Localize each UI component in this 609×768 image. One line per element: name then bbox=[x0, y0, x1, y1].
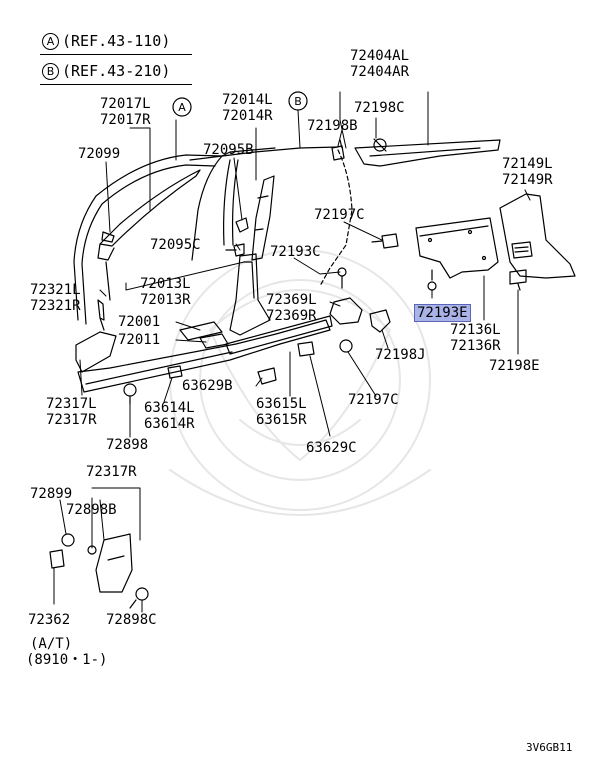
label-72404AL: 72404AL bbox=[350, 48, 410, 64]
clip-63614 bbox=[167, 365, 183, 379]
inset-at-parts bbox=[49, 533, 149, 609]
label-72193E-highlighted: 72193E bbox=[414, 304, 471, 322]
clip-72095 bbox=[233, 217, 249, 257]
ref-legend-a: A(REF.43-110) bbox=[42, 32, 170, 50]
callout-A: A bbox=[172, 97, 192, 117]
label-72011: 72011 bbox=[118, 332, 161, 348]
screw-72193E bbox=[427, 269, 437, 291]
label-72013R: 72013R bbox=[140, 292, 191, 308]
note-date: (8910・1-) bbox=[26, 652, 108, 668]
label-72317R-inset: 72317R bbox=[86, 464, 137, 480]
label-63614R: 63614R bbox=[144, 416, 195, 432]
clip-72198C bbox=[373, 138, 387, 152]
bracket-72369 bbox=[329, 297, 363, 325]
label-72321R: 72321R bbox=[30, 298, 81, 314]
ref-a-text: (REF.43-110) bbox=[62, 32, 171, 50]
label-72136R: 72136R bbox=[450, 338, 501, 354]
label-72369R: 72369R bbox=[266, 308, 317, 324]
label-72014L: 72014L bbox=[222, 92, 273, 108]
clip-72198J bbox=[369, 309, 391, 333]
label-63629B: 63629B bbox=[182, 378, 233, 394]
label-72899: 72899 bbox=[30, 486, 73, 502]
b-pillar-upper-trim bbox=[223, 159, 275, 261]
ref-b-circle: B bbox=[42, 63, 59, 80]
callout-B: B bbox=[288, 91, 308, 111]
label-72095B: 72095B bbox=[203, 142, 254, 158]
ref-a-circle: A bbox=[42, 33, 59, 50]
ref-legend-b: B(REF.43-210) bbox=[42, 62, 170, 80]
label-72149L: 72149L bbox=[502, 156, 553, 172]
rear-pillar-trim bbox=[499, 193, 576, 279]
label-72013L: 72013L bbox=[140, 276, 191, 292]
label-72099: 72099 bbox=[78, 146, 121, 162]
label-72001: 72001 bbox=[118, 314, 161, 330]
svg-text:B: B bbox=[294, 95, 302, 108]
label-72321L: 72321L bbox=[30, 282, 81, 298]
label-72149R: 72149R bbox=[502, 172, 553, 188]
label-72369L: 72369L bbox=[266, 292, 317, 308]
label-72898B: 72898B bbox=[66, 502, 117, 518]
clip-72197C-bot bbox=[339, 339, 353, 353]
label-72136L: 72136L bbox=[450, 322, 501, 338]
label-72197C-top: 72197C bbox=[314, 207, 365, 223]
note-at: (A/T) bbox=[30, 636, 73, 652]
quarter-trim-panel bbox=[415, 217, 499, 279]
svg-text:A: A bbox=[178, 101, 186, 114]
diagram-code: 3V6GB11 bbox=[526, 741, 573, 754]
roof-rail-trim bbox=[354, 139, 501, 167]
clip-72898 bbox=[123, 383, 137, 405]
label-72014R: 72014R bbox=[222, 108, 273, 124]
b-pillar-lower-trim bbox=[229, 253, 271, 336]
watermark-emblem bbox=[169, 249, 431, 516]
label-63615L: 63615L bbox=[256, 396, 307, 412]
front-scuff-plate bbox=[75, 317, 331, 393]
screw-72197C-top bbox=[371, 233, 399, 249]
ref-b-text: (REF.43-210) bbox=[62, 62, 171, 80]
label-63615R: 63615R bbox=[256, 412, 307, 428]
label-72404AR: 72404AR bbox=[350, 64, 410, 80]
quarter-hidden-line bbox=[319, 149, 353, 287]
label-72898: 72898 bbox=[106, 437, 149, 453]
label-72898C: 72898C bbox=[106, 612, 157, 628]
label-72317L: 72317L bbox=[46, 396, 97, 412]
label-72198J: 72198J bbox=[375, 347, 426, 363]
label-63629C: 63629C bbox=[306, 440, 357, 456]
label-72198E: 72198E bbox=[489, 358, 540, 374]
clip-63629B bbox=[257, 367, 277, 385]
label-72017R: 72017R bbox=[100, 112, 151, 128]
label-72317R: 72317R bbox=[46, 412, 97, 428]
clip-63629C bbox=[297, 341, 315, 357]
label-72198B: 72198B bbox=[307, 118, 358, 134]
label-72198C: 72198C bbox=[354, 100, 405, 116]
label-72095C: 72095C bbox=[150, 237, 201, 253]
label-72197C-bot: 72197C bbox=[348, 392, 399, 408]
door-opening-outline bbox=[73, 154, 223, 325]
clip-72198B bbox=[331, 139, 345, 161]
leader-lines bbox=[53, 91, 531, 613]
label-72362: 72362 bbox=[28, 612, 71, 628]
center-sill-trim bbox=[179, 315, 333, 355]
screw-72193C bbox=[337, 267, 347, 289]
label-72017L: 72017L bbox=[100, 96, 151, 112]
label-63614L: 63614L bbox=[144, 400, 195, 416]
clip-72198E bbox=[509, 269, 527, 291]
a-pillar-trim bbox=[97, 169, 201, 321]
label-72193C: 72193C bbox=[270, 244, 321, 260]
